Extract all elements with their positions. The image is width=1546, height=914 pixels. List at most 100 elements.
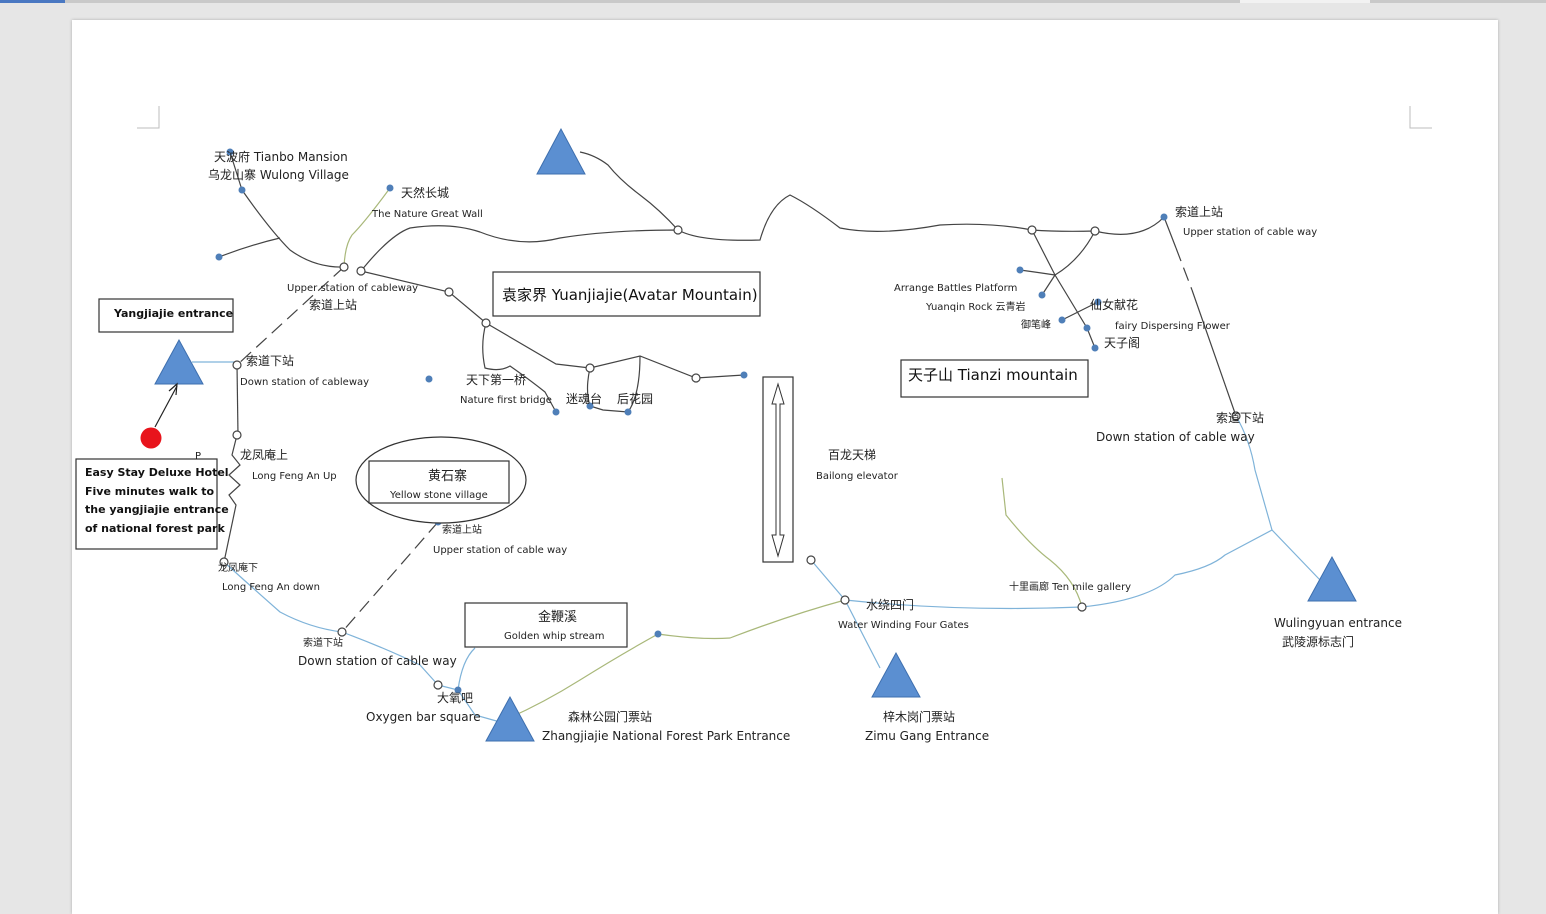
golden-whip-zh: 金鞭溪 <box>538 609 577 625</box>
poi-dot <box>552 408 560 416</box>
route-water-east <box>844 529 1321 610</box>
upper-cableway-zh: 索道上站 <box>309 298 357 312</box>
poi-dot <box>226 148 234 156</box>
hotel-name: Easy Stay Deluxe Hotel <box>85 466 229 479</box>
poi-dot <box>1083 324 1091 332</box>
hotel-arrow <box>154 385 178 428</box>
route-summit-spur <box>579 151 679 231</box>
node <box>1077 602 1087 612</box>
route-bridge-loop <box>482 322 557 413</box>
elevator-double-arrow-icon <box>762 376 794 563</box>
yellow-stone-box <box>368 460 510 504</box>
route-ten-mile <box>1001 477 1083 608</box>
route-tianzi-b <box>1019 230 1096 276</box>
first-bridge-en: Nature first bridge <box>460 395 552 406</box>
great-wall-en: The Nature Great Wall <box>371 209 483 220</box>
poi-dot <box>1160 213 1168 221</box>
node <box>1231 411 1241 421</box>
summit-triangle-icon <box>536 127 586 175</box>
tenmile-label: 十里画廊 Ten mile gallery <box>1009 580 1131 593</box>
poi-dot <box>740 371 748 379</box>
water-zh: 水绕四门 <box>866 597 914 612</box>
forest-park-entrance-triangle-icon <box>485 695 535 742</box>
hotel-desc-3: of national forest park <box>85 522 225 535</box>
zimu-en: Zimu Gang Entrance <box>865 729 989 743</box>
wulingyuan-zh: 武陵源标志门 <box>1282 634 1354 649</box>
cableway-tianzi <box>1175 247 1193 291</box>
wulingyuan-entrance-triangle-icon <box>1307 555 1357 602</box>
tianzi-box <box>900 359 1089 398</box>
route-east-cable-bottom <box>1191 289 1237 417</box>
great-wall-zh: 天然长城 <box>401 185 449 200</box>
route-tianzi-d <box>1061 301 1099 321</box>
fairy-label: fairy Dispersing Flower <box>1115 321 1231 332</box>
tz-down-zh: 索道下站 <box>1216 411 1264 425</box>
cableway-yangjiajie <box>236 266 345 366</box>
houhua-label: 后花园 <box>617 391 653 406</box>
hotel-info-box <box>75 458 218 550</box>
node <box>232 430 242 440</box>
yuanjiajie-box <box>492 271 761 317</box>
bailong-zh: 百龙天梯 <box>828 448 876 462</box>
xiannv-label: 仙女献花 <box>1090 297 1138 312</box>
route-nodes <box>219 225 1241 690</box>
tianzi-title: 天子山 Tianzi mountain <box>908 366 1078 384</box>
oxygen-en: Oxygen bar square <box>366 710 481 724</box>
hotel-red-circle-icon <box>140 427 162 449</box>
route-mihun-loop <box>586 355 641 413</box>
node <box>585 363 595 373</box>
zimu-zh: 梓木岗门票站 <box>883 709 955 724</box>
route-great-wall <box>343 187 391 268</box>
node <box>673 225 683 235</box>
poi-dot <box>624 408 632 416</box>
route-west-spur <box>218 237 281 258</box>
poi-dot <box>1091 344 1099 352</box>
water-en: Water Winding Four Gates <box>838 620 969 631</box>
tianbo-label: 天波府 Tianbo Mansion <box>214 149 348 164</box>
poi-dot <box>654 630 662 638</box>
wulingyuan-en: Wulingyuan entrance <box>1274 616 1402 630</box>
poi-dot <box>215 253 223 261</box>
node <box>433 680 443 690</box>
node <box>1027 225 1037 235</box>
route-longfeng-stairs <box>223 434 241 563</box>
poi-dot <box>386 184 394 192</box>
ys-upper-zh: 索道上站 <box>442 523 482 536</box>
longfeng-down-en: Long Feng An down <box>222 582 320 593</box>
node <box>339 262 349 272</box>
route-water-zimu <box>810 559 881 669</box>
yuanjiajie-title: 袁家界 Yuanjiajie(Avatar Mountain) <box>502 286 758 304</box>
tz-upper-en: Upper station of cable way <box>1183 227 1317 238</box>
route-tianzi-down <box>1235 415 1273 531</box>
route-tianbo <box>229 151 345 268</box>
route-ridge <box>360 194 1165 272</box>
route-oxygen <box>437 684 501 723</box>
forest-entrance-zh: 森林公园门票站 <box>568 709 652 724</box>
poi-dots <box>215 148 1168 694</box>
longfeng-down-zh: 龙凤庵下 <box>218 561 258 574</box>
p-mark: P <box>195 451 201 462</box>
hotel-desc-1: Five minutes walk to <box>85 485 214 498</box>
route-yuanjiajie <box>360 270 745 379</box>
yangjiajie-entrance-triangle-icon <box>154 338 204 385</box>
entrance-markers <box>154 127 1357 742</box>
longfeng-up-zh: 龙凤庵上 <box>240 447 288 462</box>
mihun-label: 迷魂台 <box>566 391 602 406</box>
yangjiajie-entrance-box <box>98 298 234 333</box>
tianzige-label: 天子阁 <box>1104 336 1140 350</box>
poi-dot <box>238 186 246 194</box>
node <box>806 555 816 565</box>
route-tianzi-c <box>1041 274 1056 296</box>
zimu-entrance-triangle-icon <box>871 651 921 698</box>
yangjiajie-entrance-label: Yangjiajie entrance <box>113 307 233 320</box>
first-bridge-zh: 天下第一桥 <box>466 373 526 387</box>
node <box>840 595 850 605</box>
forest-entrance-en: Zhangjiajie National Forest Park Entranc… <box>542 729 790 743</box>
mountain-routes <box>218 151 1237 563</box>
route-east-cable-top <box>1163 216 1177 249</box>
valley-routes <box>192 361 1321 723</box>
node <box>219 557 229 567</box>
upper-cableway-en: Upper station of cableway <box>287 283 418 294</box>
node <box>1090 226 1100 236</box>
